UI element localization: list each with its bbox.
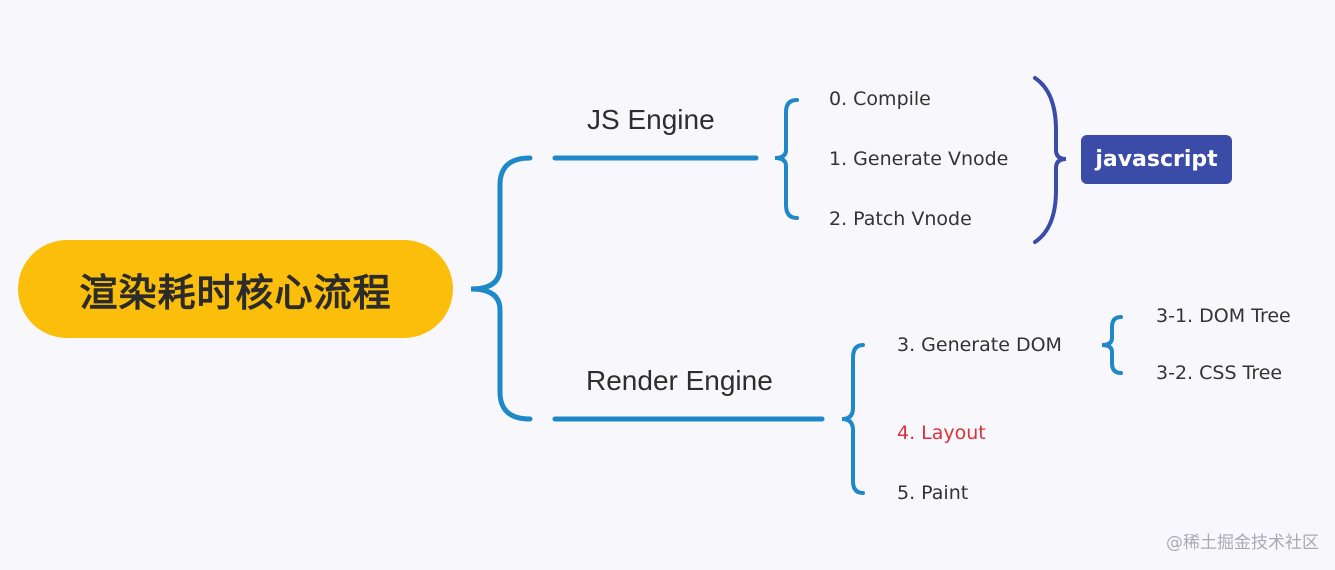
js-engine-node[interactable]: JS Engine [587, 104, 715, 135]
generate-dom-node[interactable]: 3. Generate DOM [897, 334, 1062, 356]
render-engine-node[interactable]: Render Engine [586, 365, 773, 396]
dom-tree-node[interactable]: 3-1. DOM Tree [1156, 305, 1291, 327]
generate-vnode-node[interactable]: 1. Generate Vnode [829, 148, 1009, 170]
js-engine-brace [774, 98, 799, 220]
render-engine-brace [841, 343, 865, 495]
paint-node[interactable]: 5. Paint [897, 482, 969, 504]
layout-node[interactable]: 4. Layout [897, 422, 986, 444]
javascript-tag[interactable]: javascript [1081, 135, 1232, 184]
root-node[interactable]: 渲染耗时核心流程 [18, 240, 453, 338]
css-tree-node[interactable]: 3-2. CSS Tree [1156, 362, 1283, 384]
patch-vnode-node[interactable]: 2. Patch Vnode [829, 208, 972, 230]
generate-dom-brace [1101, 315, 1123, 375]
compile-node[interactable]: 0. Compile [829, 88, 931, 110]
root-brace [470, 155, 533, 422]
javascript-group-brace [1033, 76, 1067, 244]
watermark: @稀土掘金技术社区 [1166, 533, 1319, 553]
